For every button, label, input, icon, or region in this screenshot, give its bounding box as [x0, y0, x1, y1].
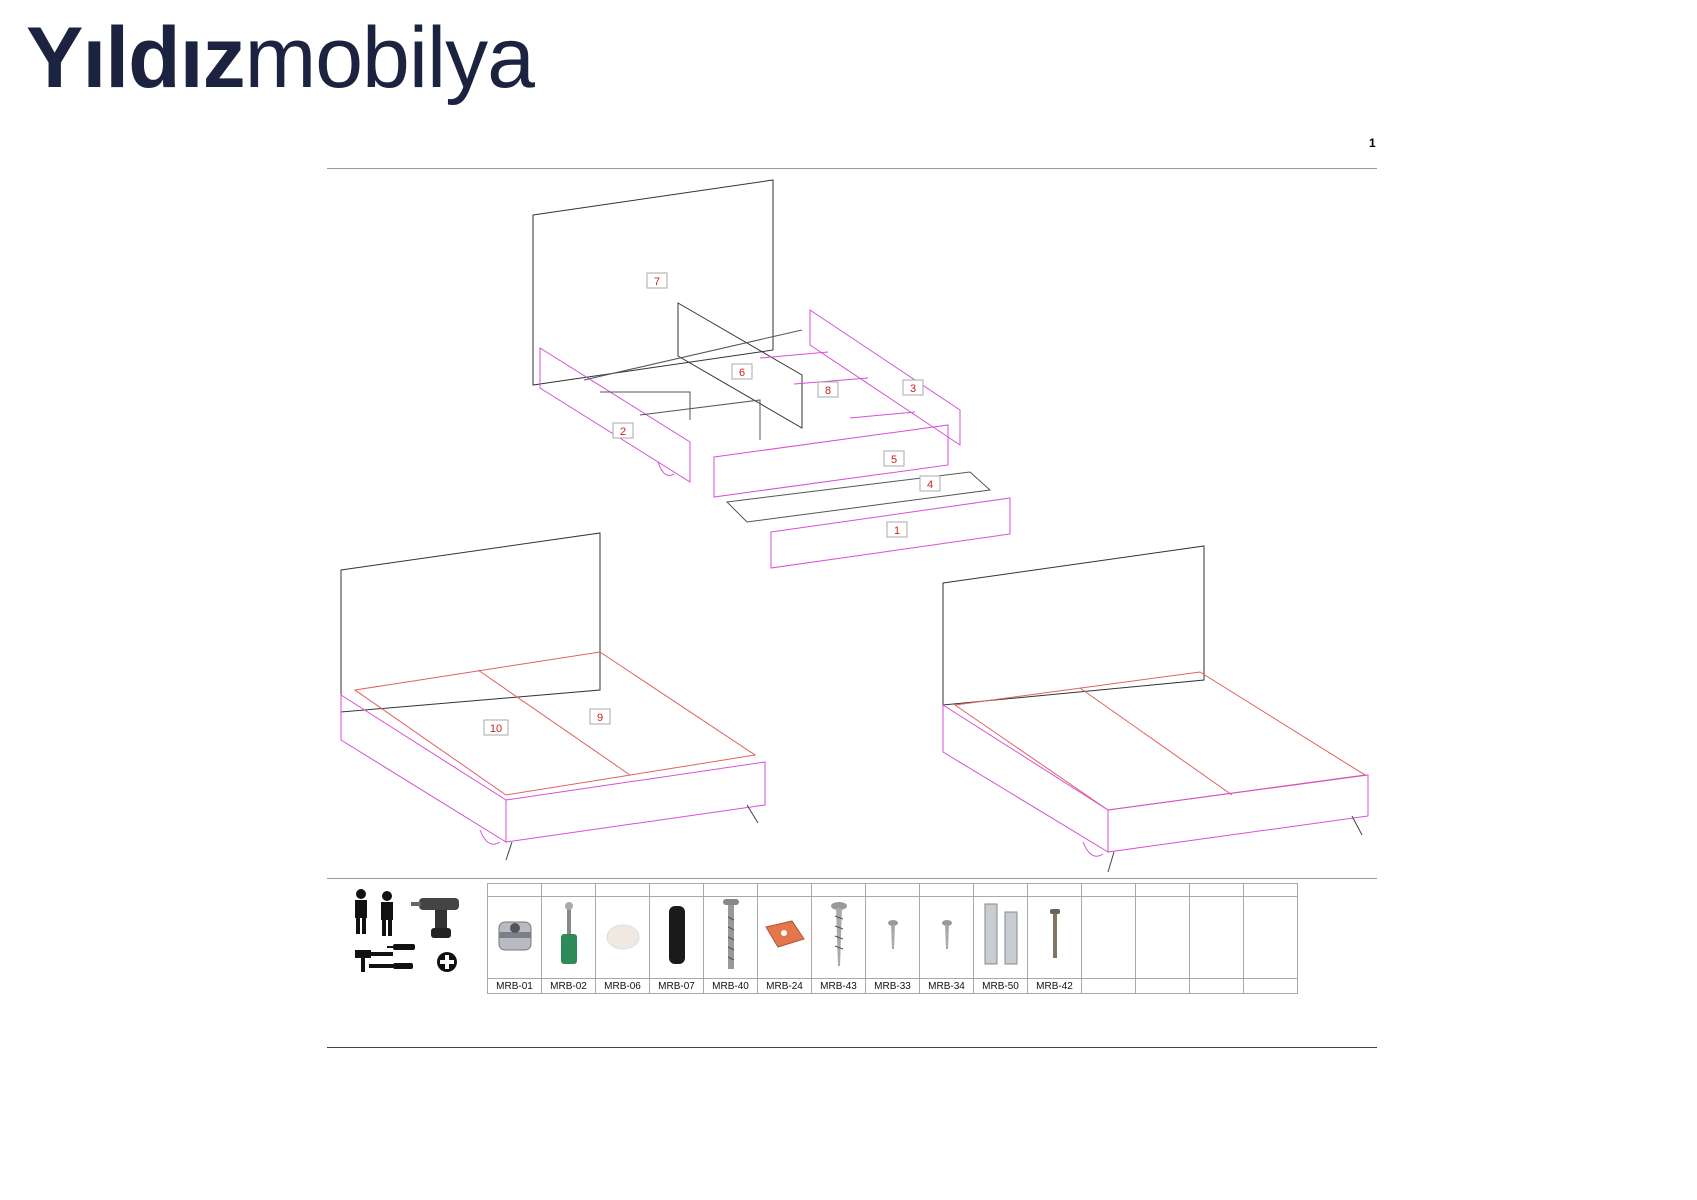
- bottom-divider: [327, 1047, 1377, 1048]
- hw-image-cell: [595, 896, 650, 979]
- headboard: [942, 545, 1205, 706]
- small-screw-icon: [887, 920, 898, 949]
- hw-image-cell: [1081, 896, 1136, 979]
- long-screw-icon: [722, 899, 739, 969]
- part-label-10: 10: [490, 723, 502, 735]
- two-persons-icon: [355, 889, 393, 936]
- part-label-2: 2: [620, 426, 626, 438]
- hw-code: MRB-50: [973, 978, 1028, 994]
- hw-code: MRB-43: [811, 978, 866, 994]
- hw-code: [1135, 978, 1190, 994]
- bed-side-frame: [942, 704, 1109, 853]
- wood-screw-icon: [830, 902, 847, 966]
- bed-front-frame: [505, 761, 766, 843]
- hw-image-cell: [1027, 896, 1082, 979]
- center-beam: [677, 302, 803, 429]
- hw-code: [1243, 978, 1298, 994]
- brand-name-bold: Yıldız: [26, 10, 246, 106]
- bed-side-frame: [340, 694, 507, 843]
- slat-panel: [725, 471, 992, 523]
- hw-code: MRB-02: [541, 978, 596, 994]
- hw-code: MRB-40: [703, 978, 758, 994]
- drill-icon: [411, 898, 459, 938]
- hw-image-cell: [487, 896, 542, 979]
- headboard: [340, 532, 601, 713]
- hw-image-cell: [973, 896, 1028, 979]
- cam-lock-icon: [498, 921, 531, 951]
- part-labels: 7 6 8 3 2 5 4 1 9 10: [483, 272, 941, 736]
- hw-code: [1189, 978, 1244, 994]
- hw-image-cell: [757, 896, 812, 979]
- mattress-base-lid: [353, 651, 757, 796]
- hw-code: MRB-01: [487, 978, 542, 994]
- hw-image-cell: [703, 896, 758, 979]
- page-number: 1: [1369, 136, 1376, 150]
- headboard-panel: [532, 179, 774, 386]
- brand-logo: Yıldızmobilya: [26, 2, 535, 114]
- hardware-table: MRB-01 MRB-02 MRB-06 MRB-07 MRB-40 MRB-2…: [487, 883, 1298, 994]
- small-screw-icon: [941, 920, 952, 949]
- bolt-icon: [1049, 909, 1060, 958]
- hw-image-cell: [649, 896, 704, 979]
- exploded-view: [532, 179, 1011, 569]
- part-label-4: 4: [927, 479, 933, 491]
- part-label-8: 8: [825, 385, 831, 397]
- hw-image-cell: [541, 896, 596, 979]
- part-label-7: 7: [654, 276, 660, 288]
- assembled-bed-closed: [942, 545, 1369, 873]
- black-connector-icon: [668, 906, 685, 964]
- hw-image-cell: [919, 896, 974, 979]
- part-label-5: 5: [891, 454, 897, 466]
- footboard-inner: [713, 424, 949, 498]
- part-label-6: 6: [739, 367, 745, 379]
- cam-bolt-icon: [560, 902, 577, 964]
- hw-code: [1081, 978, 1136, 994]
- assembled-bed-open: [340, 532, 766, 861]
- hw-code: MRB-42: [1027, 978, 1082, 994]
- metal-connector-icon: [984, 903, 1017, 965]
- hw-code: MRB-34: [919, 978, 974, 994]
- top-divider: [327, 168, 1377, 169]
- footboard-outer: [770, 497, 1011, 569]
- hw-image-cell: [1189, 896, 1244, 979]
- side-rail-left: [539, 347, 691, 483]
- hw-image-cell: [1135, 896, 1190, 979]
- part-label-1: 1: [894, 525, 900, 537]
- part-label-3: 3: [910, 383, 916, 395]
- screwdriver-icon: [369, 944, 415, 969]
- hw-code: MRB-06: [595, 978, 650, 994]
- hammer-icon: [355, 950, 393, 972]
- phillips-icon: [437, 952, 457, 972]
- side-rail-right: [809, 309, 961, 446]
- hw-image-cell: [811, 896, 866, 979]
- hw-code: MRB-07: [649, 978, 704, 994]
- hw-image-cell: [1243, 896, 1298, 979]
- hw-code: MRB-24: [757, 978, 812, 994]
- felt-pad-icon: [606, 924, 639, 950]
- brand-name-light: mobilya: [244, 10, 535, 106]
- hw-code: MRB-33: [865, 978, 920, 994]
- mattress-base: [953, 671, 1367, 811]
- orange-bracket-icon: [764, 920, 805, 948]
- tools-legend: [355, 889, 459, 972]
- bed-front-frame: [1107, 774, 1369, 853]
- hw-image-cell: [865, 896, 920, 979]
- middle-divider: [327, 878, 1377, 879]
- part-label-9: 9: [597, 712, 603, 724]
